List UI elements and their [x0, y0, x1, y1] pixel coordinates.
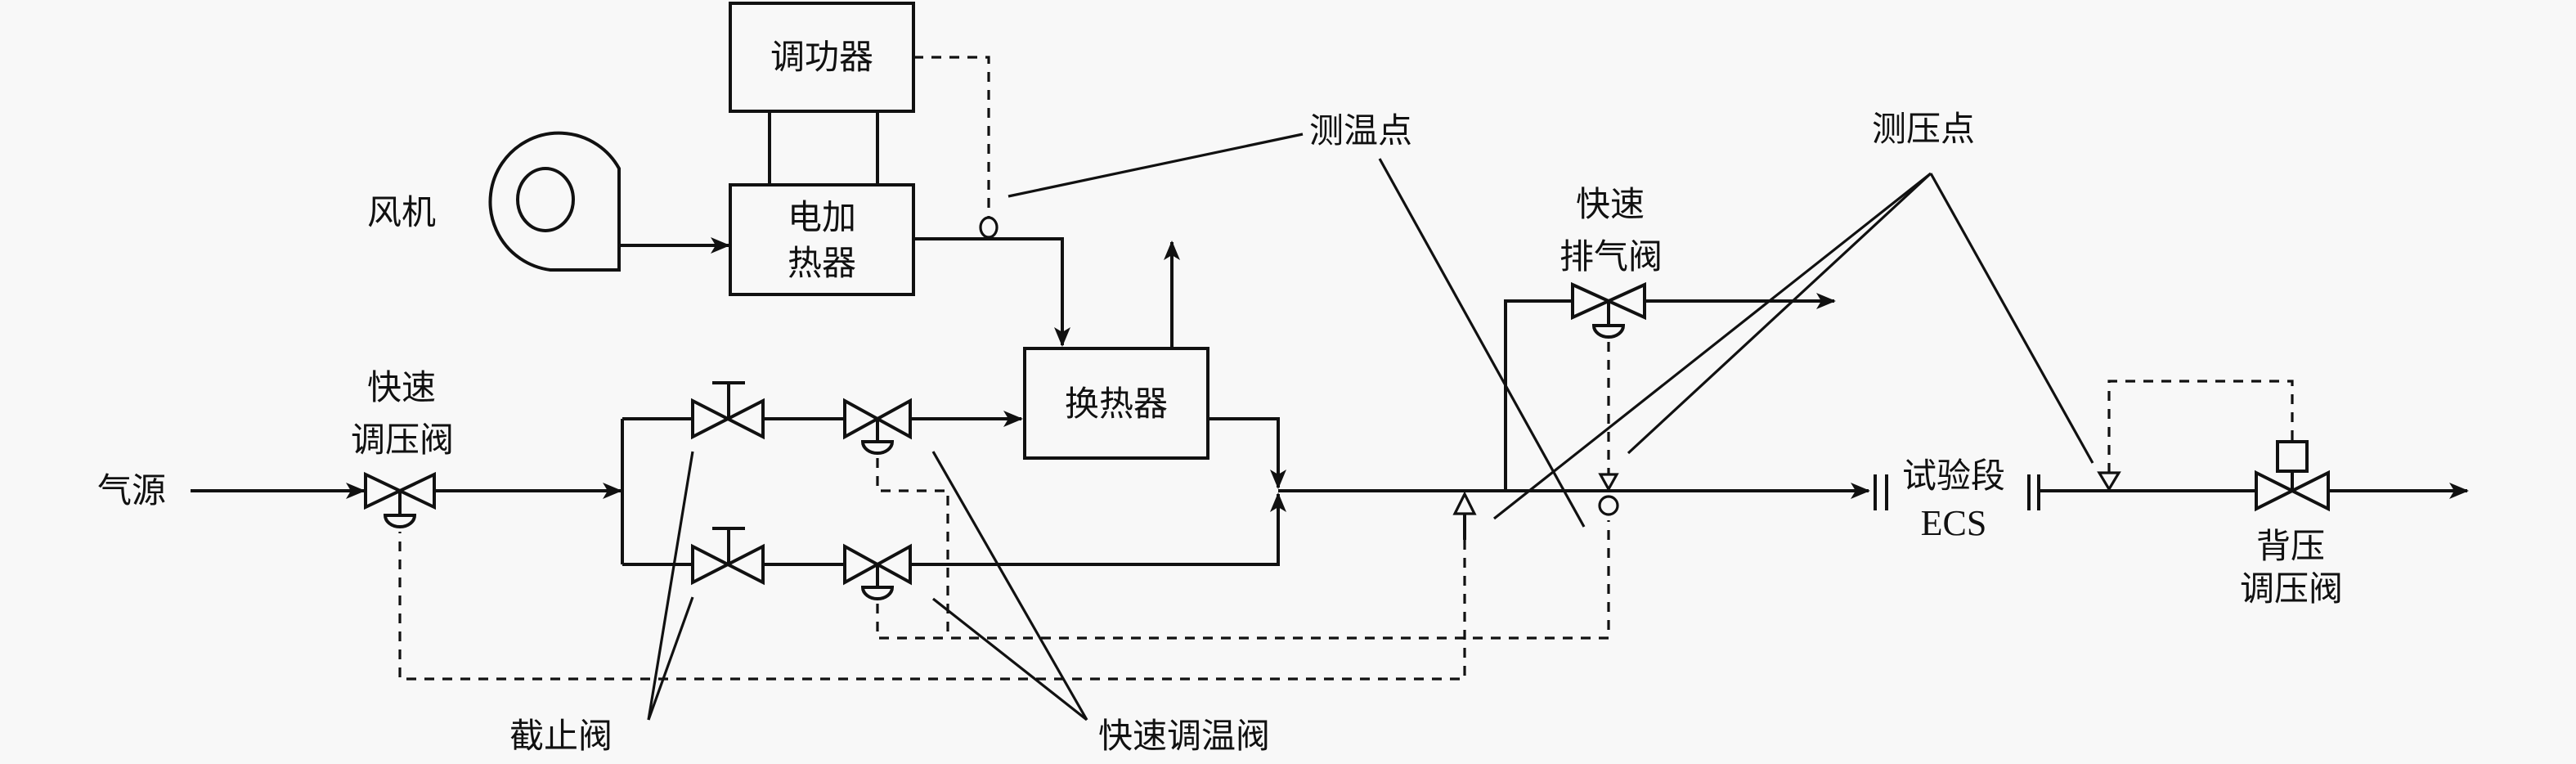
temperature-point-icon — [1598, 495, 1619, 516]
fast-temp-valve-leader — [932, 597, 1088, 721]
electric-heater-label-2: 热器 — [788, 243, 856, 283]
diaphragm-actuator-icon — [860, 586, 895, 600]
temp-valve-signal-bottom — [876, 520, 1610, 640]
heat-exchanger-box[interactable] — [1023, 347, 1209, 460]
pressure-point-icon — [1598, 473, 1619, 492]
stop-valve-leader — [647, 451, 694, 721]
pressure-feedback-signal-line — [398, 532, 1466, 681]
diaphragm-actuator-icon — [383, 514, 417, 528]
electric-heater-label-1: 电加 — [788, 197, 856, 237]
fast-temp-valve-label: 快速调温阀 — [1098, 716, 1270, 756]
heater-to-hx-line — [913, 237, 1070, 347]
fast-exhaust-valve[interactable] — [1571, 281, 1646, 339]
power-regulator-box[interactable] — [729, 2, 915, 113]
back-pressure-valve-label-2: 调压阀 — [2240, 569, 2343, 609]
air-source-label: 气源 — [97, 470, 166, 510]
fast-exhaust-valve-label-1: 快速 — [1576, 184, 1645, 224]
back-pressure-signal-line — [2107, 380, 2294, 473]
diaphragm-actuator-icon — [1591, 324, 1626, 339]
test-section-label-2: ECS — [1921, 503, 1987, 543]
stop-valve-label: 截止阀 — [509, 716, 613, 756]
fan-label: 风机 — [367, 192, 436, 232]
hx-outlet-line — [1208, 417, 1286, 489]
pressure-point-label: 测压点 — [1872, 109, 1975, 149]
temp-point-label: 测温点 — [1309, 110, 1412, 151]
pressure-point-leader — [1493, 172, 1932, 520]
heat-exchanger-label: 换热器 — [1065, 384, 1168, 424]
fast-pressure-valve-label-1: 快速 — [367, 367, 436, 407]
fast-temp-valve-leader — [931, 451, 1088, 721]
valve-body-icon — [2255, 470, 2330, 512]
power-regulator-label: 调功器 — [770, 37, 873, 77]
test-section-label-1: 试验段 — [1902, 456, 2005, 496]
fast-pressure-valve-label-2: 调压阀 — [351, 420, 454, 460]
bypass-line — [1504, 299, 1573, 491]
pressure-point-icon — [2097, 471, 2121, 492]
pressure-point-leader — [1627, 172, 1932, 455]
stop-valve-leader — [647, 596, 694, 721]
temp-point-leader — [1008, 133, 1304, 198]
diaphragm-actuator-icon — [860, 440, 895, 455]
temperature-point-icon — [979, 216, 999, 239]
fan-icon — [488, 131, 621, 272]
actuator-box-icon — [2276, 440, 2309, 473]
stop-valve-top[interactable] — [691, 381, 765, 440]
fast-temp-valve-bottom[interactable] — [843, 543, 912, 600]
pressure-point-icon — [1452, 491, 1477, 515]
fast-pressure-valve[interactable] — [364, 471, 436, 528]
back-pressure-valve[interactable] — [2255, 440, 2330, 512]
fast-temp-valve-top[interactable] — [843, 398, 912, 455]
heater-temp-signal-line — [913, 56, 990, 218]
temp-valve-signal-top — [876, 458, 949, 638]
back-pressure-valve-label-1: 背压 — [2256, 526, 2325, 566]
temp-point-leader — [1378, 158, 1586, 528]
bottom-branch-merge-line — [910, 492, 1286, 566]
pressure-point-leader — [1929, 173, 2094, 464]
fast-exhaust-valve-label-2: 排气阀 — [1560, 236, 1663, 276]
stop-valve-bottom[interactable] — [691, 527, 765, 586]
electric-heater-box[interactable] — [729, 183, 915, 296]
